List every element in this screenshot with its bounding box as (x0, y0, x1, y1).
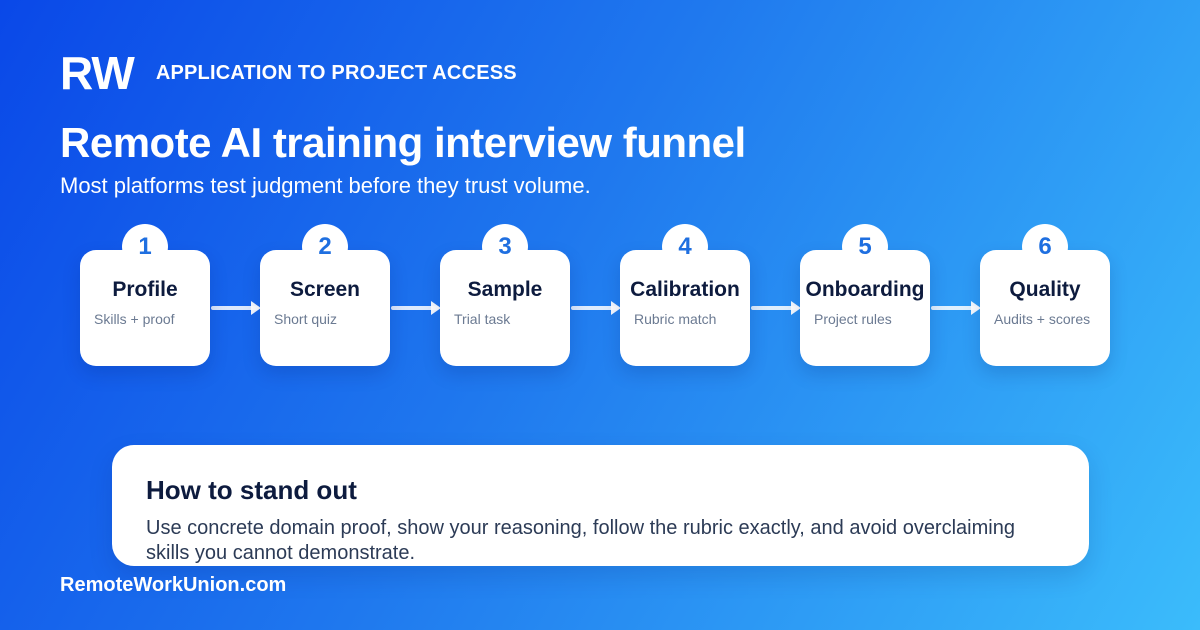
step-number-badge: 6 (1022, 224, 1068, 270)
step-description: Project rules (814, 311, 892, 327)
step-number-badge: 5 (842, 224, 888, 270)
step-description: Trial task (454, 311, 511, 327)
step-title: Profile (112, 278, 178, 301)
step-title: Onboarding (805, 278, 925, 301)
step-card-sample: 3 Sample Trial task (440, 224, 570, 366)
eyebrow-label: APPLICATION TO PROJECT ACCESS (155, 61, 517, 84)
step-card-profile: 1 Profile Skills + proof (80, 224, 210, 366)
step-number-badge: 1 (122, 224, 168, 270)
logo: RW (60, 47, 135, 99)
step-description: Rubric match (634, 311, 717, 327)
page-title: Remote AI training interview funnel (60, 119, 746, 166)
step-description: Skills + proof (94, 311, 175, 327)
tips-body: Use concrete domain proof, show your rea… (146, 517, 1015, 565)
step-description: Short quiz (274, 311, 338, 327)
step-card-onboarding: 5 Onboarding Project rules (800, 224, 930, 366)
brand-row: RW APPLICATION TO PROJECT ACCESS (60, 50, 517, 96)
step-title: Quality (1009, 278, 1081, 301)
footer-site: RemoteWorkUnion.com (60, 574, 287, 596)
step-title: Sample (467, 278, 543, 301)
step-number-badge: 3 (482, 224, 528, 270)
page-subtitle: Most platforms test judgment before they… (60, 173, 591, 198)
step-connector-arrow (931, 301, 981, 315)
step-card-calibration: 4 Calibration Rubric match (620, 224, 750, 366)
tips-panel: How to stand out Use concrete domain pro… (112, 445, 1089, 566)
step-description: Audits + scores (994, 311, 1091, 327)
step-connector-arrow (751, 301, 801, 315)
step-card-quality: 6 Quality Audits + scores (980, 224, 1110, 366)
step-number-badge: 4 (662, 224, 708, 270)
tips-title: How to stand out (146, 475, 357, 505)
step-connector-arrow (211, 301, 261, 315)
step-number-badge: 2 (302, 224, 348, 270)
step-title: Calibration (630, 278, 740, 301)
step-connector-arrow (391, 301, 441, 315)
step-connector-arrow (571, 301, 621, 315)
step-card-screen: 2 Screen Short quiz (260, 224, 390, 366)
step-title: Screen (289, 278, 361, 301)
